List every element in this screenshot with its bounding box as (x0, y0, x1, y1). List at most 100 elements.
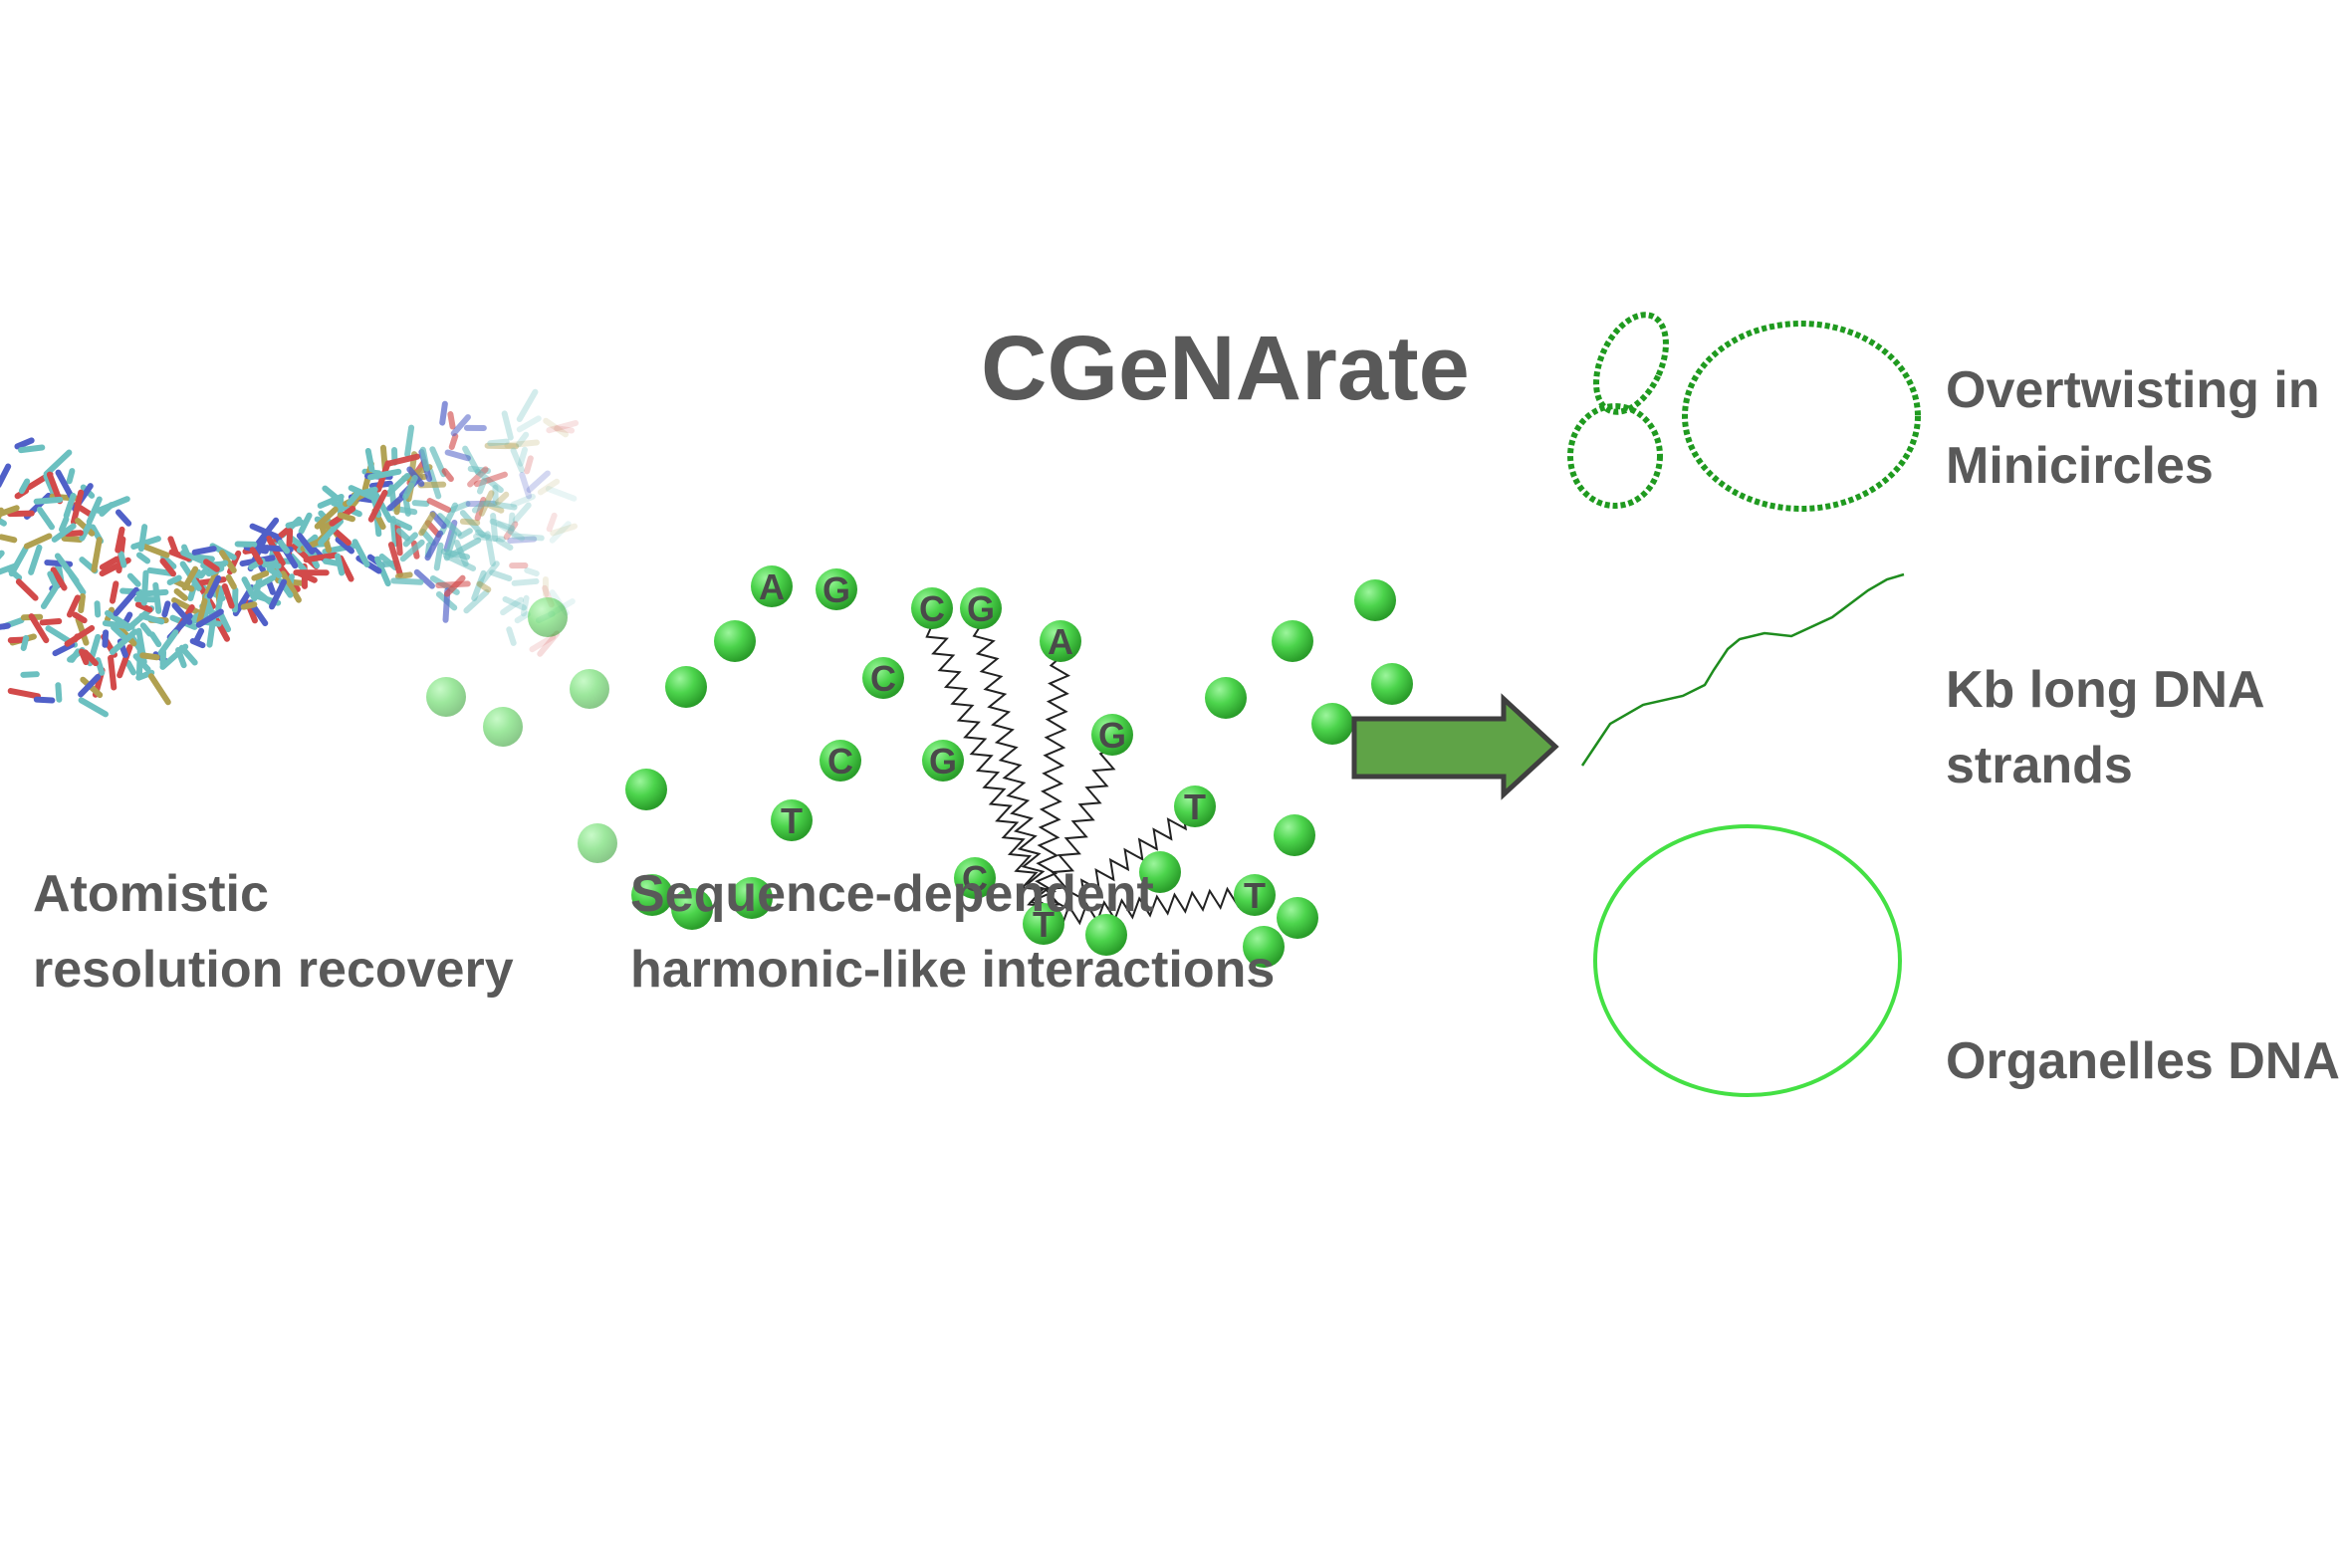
spring (1037, 748, 1116, 919)
bead (911, 587, 953, 629)
atom-bond (507, 512, 516, 535)
atom-bond (130, 536, 161, 551)
atom-bond (43, 449, 73, 478)
atom-bond (202, 559, 220, 572)
atom-bond (166, 574, 182, 585)
atom-bond (33, 496, 64, 505)
atom-bond (132, 653, 151, 673)
atom-bond (78, 673, 102, 698)
atom-bond (113, 586, 139, 617)
atom-bond (54, 553, 80, 584)
atom-bond (72, 611, 88, 624)
arrow-icon (1351, 693, 1559, 800)
bead (1272, 620, 1313, 662)
atom-bond (285, 519, 305, 529)
atom-bond (443, 574, 466, 597)
atom-bond (55, 469, 75, 500)
atom-bond (507, 536, 538, 545)
atom-bond (549, 521, 572, 544)
atom-bond (137, 524, 148, 553)
bead (1274, 814, 1315, 856)
base-label: G (823, 569, 850, 610)
atom-bond (516, 431, 530, 448)
atom-bond (28, 544, 43, 575)
atom-bond (503, 521, 519, 541)
bead-faded (426, 677, 466, 717)
atom-bond (484, 442, 520, 450)
atom-bond (79, 522, 93, 542)
atom-bond (444, 449, 471, 462)
atom-bond (159, 558, 176, 577)
spring (925, 624, 1051, 919)
atom-bond (484, 531, 496, 566)
bead (954, 857, 996, 899)
bead (631, 874, 673, 916)
atom-bond (95, 657, 106, 676)
bead (1139, 851, 1181, 893)
atom-bond (440, 549, 471, 560)
atom-bond (483, 500, 518, 511)
atom-bond (346, 491, 360, 507)
base-label: T (781, 800, 803, 841)
atom-bond (478, 490, 495, 517)
atom-bond (277, 539, 291, 555)
atom-bond (7, 567, 23, 581)
atom-bond (510, 447, 525, 473)
atom-bond (411, 500, 430, 508)
base-label: G (1098, 715, 1126, 756)
bead (731, 877, 773, 919)
bead (665, 666, 707, 708)
atom-bond (124, 659, 136, 676)
atom-bond (192, 627, 205, 645)
atom-bond (215, 585, 226, 612)
label-kb-strands: Kb long DNA strands (1946, 652, 2265, 803)
atom-bond (36, 506, 56, 531)
atom-bond (439, 400, 448, 426)
atom-bond (386, 494, 405, 512)
atom-bond (18, 444, 46, 454)
spring (1033, 656, 1071, 919)
atom-bond (450, 414, 471, 437)
atom-bond (546, 419, 580, 434)
atom-bond (138, 612, 165, 625)
atom-bond (298, 512, 313, 535)
atom-bond (59, 516, 70, 533)
atom-bond (487, 438, 510, 447)
atom-bond (424, 530, 444, 561)
atom-bond (20, 634, 30, 651)
atom-bond (402, 475, 418, 501)
atom-bond (135, 552, 151, 564)
atom-bond (322, 485, 339, 500)
atom-bond (489, 518, 516, 532)
bead (820, 740, 861, 782)
atom-bond (448, 433, 459, 450)
organelle-dna-circle (1593, 824, 1902, 1097)
atom-bond (418, 512, 436, 537)
bead (1091, 714, 1133, 756)
atom-bond (18, 478, 31, 495)
atom-bond (66, 468, 76, 485)
label-line: strands (1946, 737, 2133, 794)
atom-bond (7, 688, 42, 700)
atom-bond (251, 569, 270, 581)
atom-bond (471, 501, 486, 514)
figure-eight-bottom-loop (1567, 403, 1663, 509)
atom-bond (167, 536, 179, 556)
bead (1085, 914, 1127, 956)
bead (714, 620, 756, 662)
atom-bond (546, 512, 558, 533)
atom-bond (429, 446, 447, 478)
atom-bond (496, 521, 526, 542)
bead (751, 565, 793, 607)
atom-bond (529, 633, 557, 653)
atom-bond (374, 556, 391, 587)
atom-bond (15, 578, 39, 601)
atom-bond (511, 577, 540, 586)
bead (1023, 903, 1064, 945)
atom-bond (474, 496, 487, 522)
atom-bond (231, 586, 239, 613)
atom-bond (463, 588, 490, 614)
bead (1277, 897, 1318, 939)
bead-faded (578, 823, 617, 863)
